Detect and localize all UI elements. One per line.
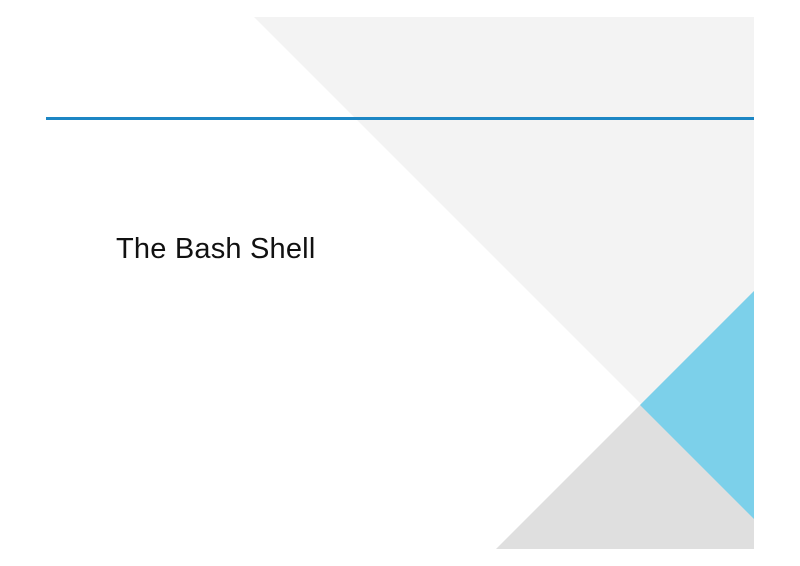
cyan-triangle bbox=[640, 291, 754, 519]
slide: The Bash Shell bbox=[46, 17, 754, 549]
light-gray-triangle bbox=[254, 17, 754, 517]
slide-title: The Bash Shell bbox=[116, 233, 316, 265]
accent-line bbox=[46, 117, 754, 120]
decorative-shapes bbox=[254, 17, 754, 549]
